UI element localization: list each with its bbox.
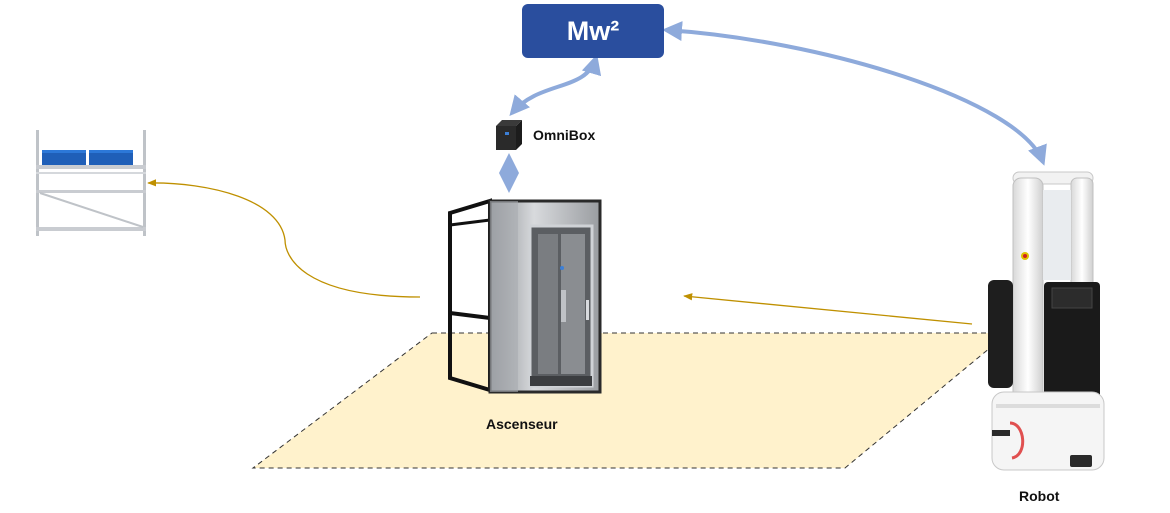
omnibox-device-icon: [496, 120, 522, 150]
elevator-cabin-icon: [448, 198, 602, 394]
middleware-robot-link: [662, 21, 1047, 166]
middleware-label: Mw²: [566, 15, 620, 46]
floor-zone: [251, 332, 1010, 469]
elevator-label: Ascenseur: [486, 416, 558, 432]
robot-to-elevator-arrow: [683, 293, 973, 325]
elevator-to-shelf-arrow: [147, 179, 421, 298]
mobile-robot-icon: [988, 171, 1105, 471]
omnibox-label: OmniBox: [533, 127, 596, 143]
storage-shelf-icon: [36, 130, 146, 236]
middleware-box: Mw²: [522, 4, 664, 58]
middleware-omnibox-link: [509, 54, 602, 117]
robot-label: Robot: [1019, 488, 1060, 504]
